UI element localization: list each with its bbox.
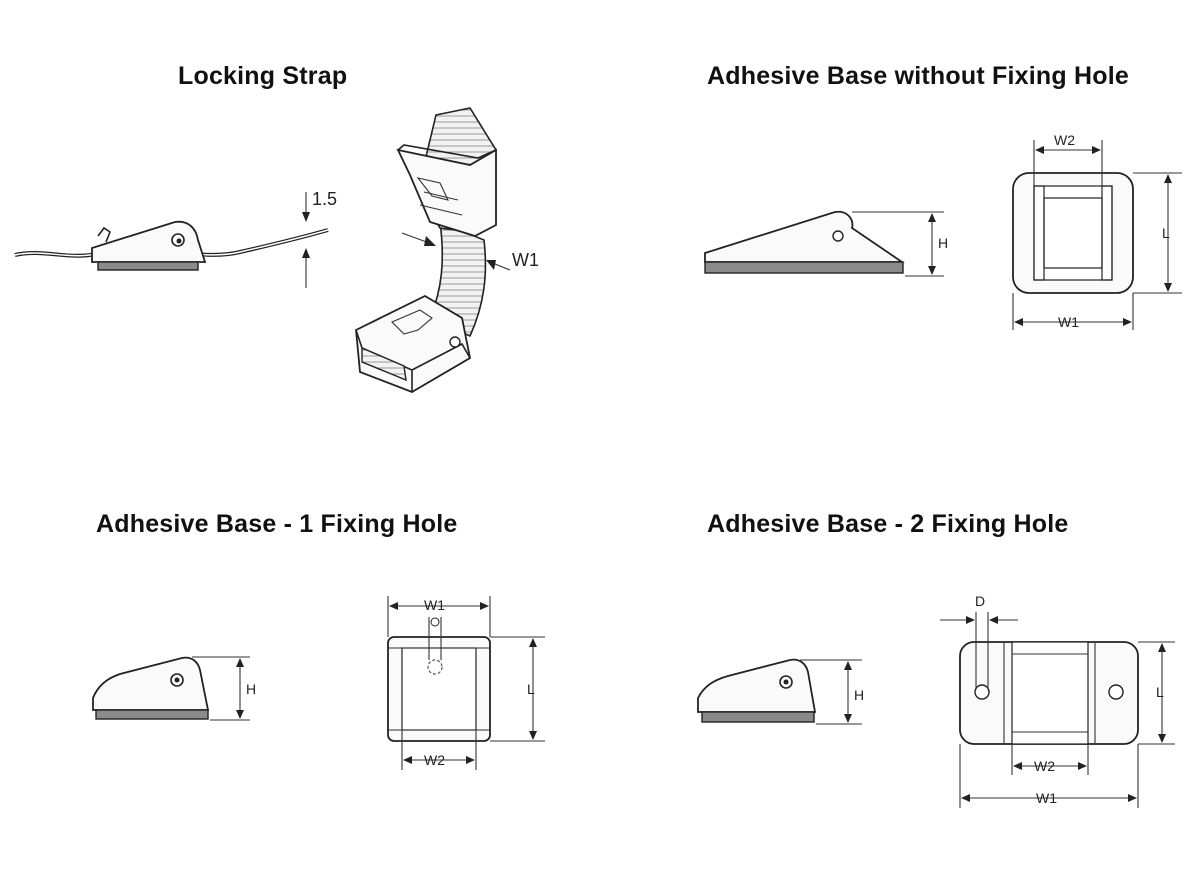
two-hole-pin-core [783,679,789,685]
one-hole-base [95,709,209,720]
one-hole-h-arrow-bottom [236,710,244,719]
no-hole-w1-arrow-right [1123,318,1132,326]
no-hole-l-arrow-bottom [1164,283,1172,292]
two-hole-w2-arrow-left [1013,762,1022,770]
lower-buckle-detail [391,309,433,335]
adhesive-2-hole-top-view: D L W2 W1 [940,593,1175,808]
adhesive-no-hole-side-view: H [704,210,948,277]
two-hole-fixing-hole-left [974,684,990,700]
two-hole-d-arrow-right [989,616,998,624]
two-hole-l-arrow-bottom [1158,734,1166,743]
two-hole-fixing-hole-right [1108,684,1124,700]
strap-buckle-pin-core [176,238,182,244]
adhesive-2-hole-side-view: H [697,658,864,725]
title-adhesive-base-without-hole: Adhesive Base without Fixing Hole [707,62,1129,90]
title-locking-strap: Locking Strap [178,62,348,90]
strap-tab [97,226,111,243]
one-hole-l-arrow-top [529,638,537,647]
one-hole-pin-core [174,677,180,683]
no-hole-body [704,210,905,263]
dim-1.5-lower-arrow [302,248,310,258]
no-hole-w2-arrow-right [1092,146,1101,154]
dim-w1-right-arrow [486,260,496,270]
one-hole-inner [401,647,477,731]
strap-buckle-body [91,220,207,263]
no-hole-h-arrow-bottom [928,266,936,275]
two-hole-l-label: L [1156,684,1164,700]
one-hole-w2-label: W2 [424,752,445,768]
two-hole-w2-arrow-right [1078,762,1087,770]
lower-buckle-slot [361,346,407,382]
lower-buckle-pin [449,336,461,348]
dim-w1-left-arrow [424,236,436,246]
adhesive-1-hole-side-view: H [92,656,256,721]
upper-buckle-detail [416,177,449,201]
two-hole-d-label: D [975,593,985,609]
no-hole-center [1043,197,1103,269]
locking-strap-perspective-view: W1 [355,107,539,393]
two-hole-h-arrow-bottom [844,714,852,723]
locking-strap-side-view: 1.5 [14,189,337,288]
dim-1.5-upper-arrow [302,212,310,222]
no-hole-w2-arrow-left [1035,146,1044,154]
two-hole-l-arrow-top [1158,643,1166,652]
one-hole-fixing-hole [427,659,443,675]
two-hole-w2-label: W2 [1034,758,1055,774]
title-adhesive-base-1-hole: Adhesive Base - 1 Fixing Hole [96,510,458,538]
two-hole-h-arrow-top [844,661,852,670]
two-hole-channel [1011,641,1089,745]
no-hole-w1-arrow-left [1014,318,1023,326]
dim-w1-label: W1 [512,250,539,270]
one-hole-d-marker [430,617,440,627]
no-hole-w1-label: W1 [1058,314,1079,330]
upper-buckle-frame [396,148,497,237]
one-hole-body [92,656,210,711]
two-hole-d-arrow-left [966,616,975,624]
two-hole-w1-arrow-left [961,794,970,802]
one-hole-w2-arrow-left [403,756,412,764]
title-adhesive-base-2-hole: Adhesive Base - 2 Fixing Hole [707,510,1069,538]
one-hole-w1-label: W1 [424,597,445,613]
adhesive-no-hole-top-view: W2 L W1 [1012,132,1182,330]
no-hole-pin [832,230,844,242]
one-hole-l-label: L [527,681,535,697]
upper-buckle-tip [397,144,497,159]
one-hole-l-arrow-bottom [529,731,537,740]
two-hole-h-label: H [854,687,864,703]
no-hole-base [704,261,904,274]
two-hole-w1-arrow-right [1128,794,1137,802]
dim-1.5-label: 1.5 [312,189,337,209]
no-hole-h-arrow-top [928,213,936,222]
adhesive-1-hole-top-view: W1 L W2 [387,596,545,770]
one-hole-w2-arrow-right [466,756,475,764]
one-hole-h-arrow-top [236,658,244,667]
one-hole-w1-arrow-right [480,602,489,610]
two-hole-w1-label: W1 [1036,790,1057,806]
upper-buckle-detail-2 [419,191,463,216]
two-hole-body [697,658,817,713]
one-hole-w1-arrow-left [389,602,398,610]
no-hole-h-label: H [938,235,948,251]
no-hole-inner [1033,185,1113,281]
strap-buckle-base [97,261,199,271]
two-hole-base [701,711,815,723]
no-hole-l-arrow-top [1164,174,1172,183]
no-hole-l-label: L [1162,225,1170,241]
no-hole-w2-label: W2 [1054,132,1075,148]
one-hole-h-label: H [246,681,256,697]
